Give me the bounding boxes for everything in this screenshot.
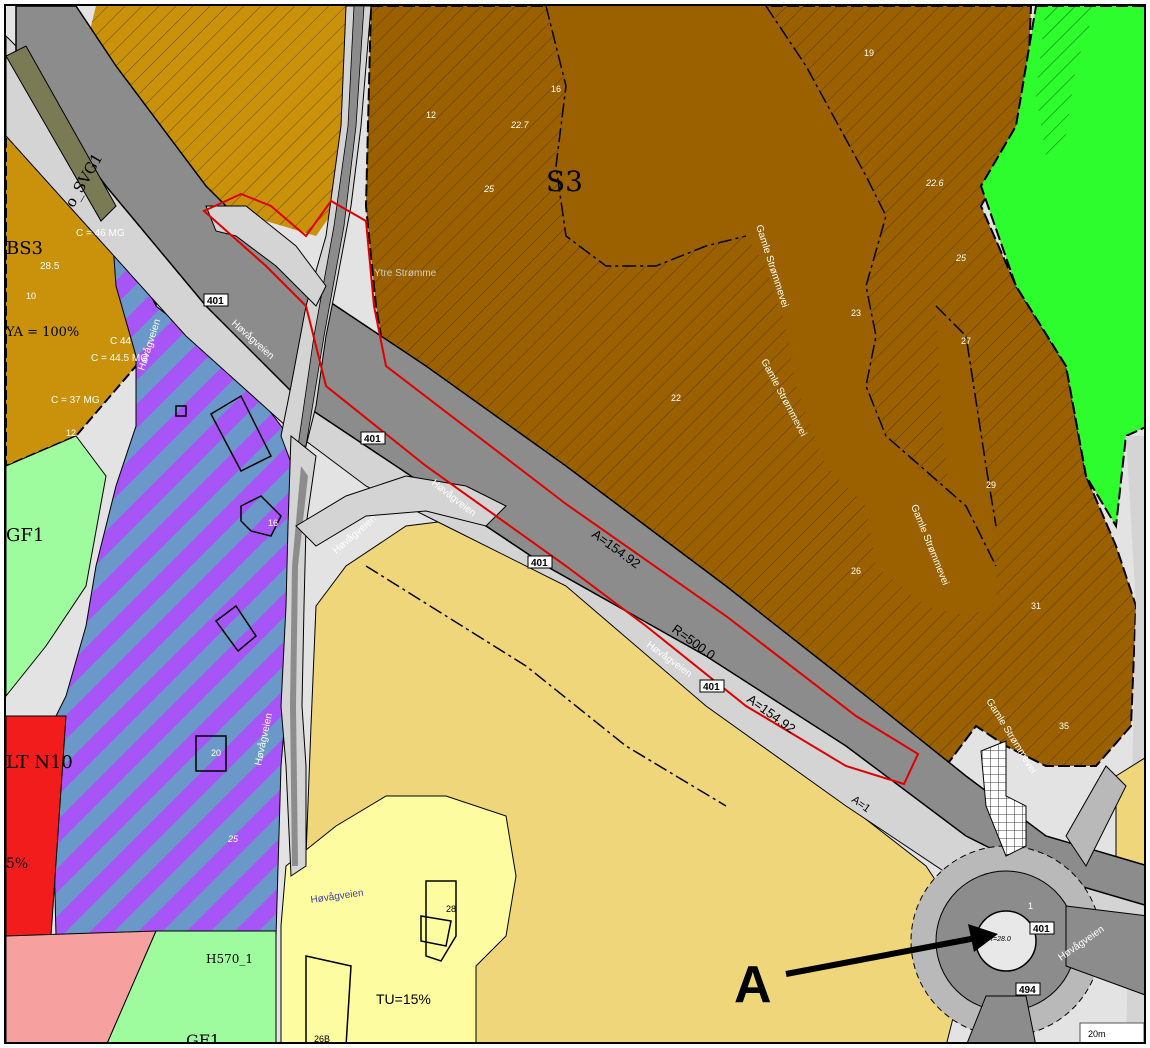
road-south-exit xyxy=(967,995,1036,1042)
cote-label: C 44 xyxy=(110,336,132,347)
spot-heights: 16 19 12 22.7 25 22.6 25 23 27 22 29 26 … xyxy=(26,48,1069,1044)
spot-height: 22.7 xyxy=(510,120,530,130)
road-number: 401 xyxy=(364,434,381,445)
zone-code-h570: H570_1 xyxy=(206,952,253,966)
spot-height: 16 xyxy=(551,84,561,94)
roundabout-label: R=28.0 xyxy=(988,936,1011,943)
spot-height: 26 xyxy=(851,566,861,576)
spot-height: 35 xyxy=(1059,721,1069,731)
spot-height: 29 xyxy=(986,480,996,490)
residential-yellow-zone[interactable] xyxy=(280,795,517,1044)
spot-height: 20 xyxy=(211,748,221,758)
grid-area xyxy=(980,740,1027,857)
spot-height: 16 xyxy=(268,518,278,528)
cote-label: C = 37 MG xyxy=(51,395,100,406)
spot-height: 25 xyxy=(483,184,495,194)
utilization-label: YA = 100% xyxy=(6,325,79,340)
zone-code-bs3: BS3 xyxy=(6,238,43,259)
side-road-south-lane xyxy=(290,466,308,866)
road-number: 401 xyxy=(703,682,720,693)
spot-height: 22 xyxy=(671,393,681,403)
spot-height: 26B xyxy=(314,1034,330,1044)
road-number: 494 xyxy=(1019,985,1036,996)
road-shields: 401 401 401 401 401 494 xyxy=(203,293,1055,996)
utilization-label: 5% xyxy=(6,856,28,872)
road-strip-svg1 xyxy=(6,45,117,222)
annotation-letter: A xyxy=(734,956,772,1014)
green-hatch xyxy=(1036,6,1096,156)
spot-height: 27 xyxy=(961,336,971,346)
green-zone-gf1[interactable] xyxy=(6,435,107,697)
pink-zone[interactable] xyxy=(6,930,157,1044)
zone-code-s3: S3 xyxy=(546,165,583,198)
spot-height: 23 xyxy=(851,308,861,318)
zone-code-gf1: GF1 xyxy=(6,525,44,546)
place-name: Ytre Strømme xyxy=(374,268,437,279)
road-ne-exit xyxy=(1065,765,1127,867)
spot-height: 31 xyxy=(1031,601,1041,611)
zone-code-lt-n10: LT N10 xyxy=(6,752,73,773)
utilization-label: TU=15% xyxy=(376,991,431,1007)
zone-code-gf1-bottom: GF1 xyxy=(186,1031,220,1044)
spot-height: 10 xyxy=(26,291,36,301)
planning-boundary[interactable] xyxy=(202,192,920,786)
spot-height: 25 xyxy=(227,834,239,844)
buildings xyxy=(175,394,457,1042)
cote-label: C = 44.5 MG xyxy=(91,353,148,364)
spot-height: 28 xyxy=(446,904,456,914)
cote-label: 28.5 xyxy=(40,261,60,272)
cote-label: C = 46 MG xyxy=(76,228,125,239)
spot-height: 19 xyxy=(864,48,874,58)
road-number: 401 xyxy=(531,558,548,569)
road-number: 401 xyxy=(207,296,224,307)
spot-height: 25 xyxy=(955,253,967,263)
loop-road xyxy=(205,205,327,307)
forest-inner xyxy=(546,6,996,616)
map-canvas[interactable]: S3 BS3 GF1 LT N10 GF1 H570_1 o_SVG1 401 … xyxy=(6,6,1146,1044)
spot-height: 12 xyxy=(66,428,76,438)
road-east-exit xyxy=(1065,905,1144,996)
zone-boundaries xyxy=(365,6,997,807)
green-zone-gf1-bottom[interactable] xyxy=(106,930,277,1044)
annotation-arrow xyxy=(785,924,998,977)
spot-height: 22.6 xyxy=(925,178,944,188)
spot-height: 12 xyxy=(426,110,436,120)
scale-label: 20m xyxy=(1088,1029,1106,1039)
zoning-map[interactable]: S3 BS3 GF1 LT N10 GF1 H570_1 o_SVG1 401 … xyxy=(4,4,1146,1044)
road-number: 401 xyxy=(1033,924,1050,935)
scale-bar xyxy=(1079,1022,1144,1042)
green-zone-right[interactable] xyxy=(979,6,1146,530)
spot-height: 1 xyxy=(1028,901,1033,911)
hatch-overlay-top xyxy=(86,6,351,236)
